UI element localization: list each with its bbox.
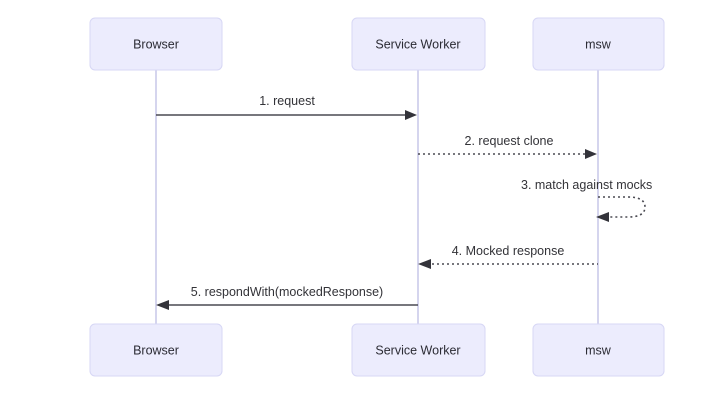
actor-label-browser: Browser [133,37,179,51]
message-2-request-clone: 2. request clone [418,134,597,159]
message-2-arrowhead [585,149,597,159]
message-5-arrowhead [156,300,169,310]
actor-label-browser-bottom: Browser [133,343,179,357]
message-4-arrowhead [418,259,431,269]
actor-footer-browser[interactable]: Browser [89,323,223,377]
message-3-label: 3. match against mocks [521,178,652,192]
actor-footer-msw[interactable]: msw [532,323,665,377]
actor-header-service-worker[interactable]: Service Worker [351,17,486,71]
message-3-loop-path [598,196,646,218]
actor-box-service-worker-bottom[interactable] [351,323,486,377]
actor-label-service-worker-bottom: Service Worker [375,343,460,357]
actor-label-msw-bottom: msw [585,343,612,357]
message-3-arrowhead [596,212,609,222]
message-4-mocked-response: 4. Mocked response [418,244,598,269]
message-4-label: 4. Mocked response [452,244,565,258]
actor-box-service-worker[interactable] [351,17,486,71]
actor-box-browser-bottom[interactable] [89,323,223,377]
message-1-arrowhead [405,110,417,120]
actor-footer-service-worker[interactable]: Service Worker [351,323,486,377]
actor-label-service-worker: Service Worker [375,37,460,51]
message-1-request: 1. request [156,94,417,120]
message-3-match-against-mocks: 3. match against mocks [521,178,652,222]
actor-box-msw[interactable] [532,17,665,71]
message-5-respond-with: 5. respondWith(mockedResponse) [156,285,418,310]
actor-box-msw-bottom[interactable] [532,323,665,377]
actor-header-msw[interactable]: msw [532,17,665,71]
actor-box-browser[interactable] [89,17,223,71]
message-5-label: 5. respondWith(mockedResponse) [191,285,383,299]
message-1-label: 1. request [259,94,315,108]
message-2-label: 2. request clone [465,134,554,148]
actor-header-browser[interactable]: Browser [89,17,223,71]
actor-label-msw: msw [585,37,612,51]
